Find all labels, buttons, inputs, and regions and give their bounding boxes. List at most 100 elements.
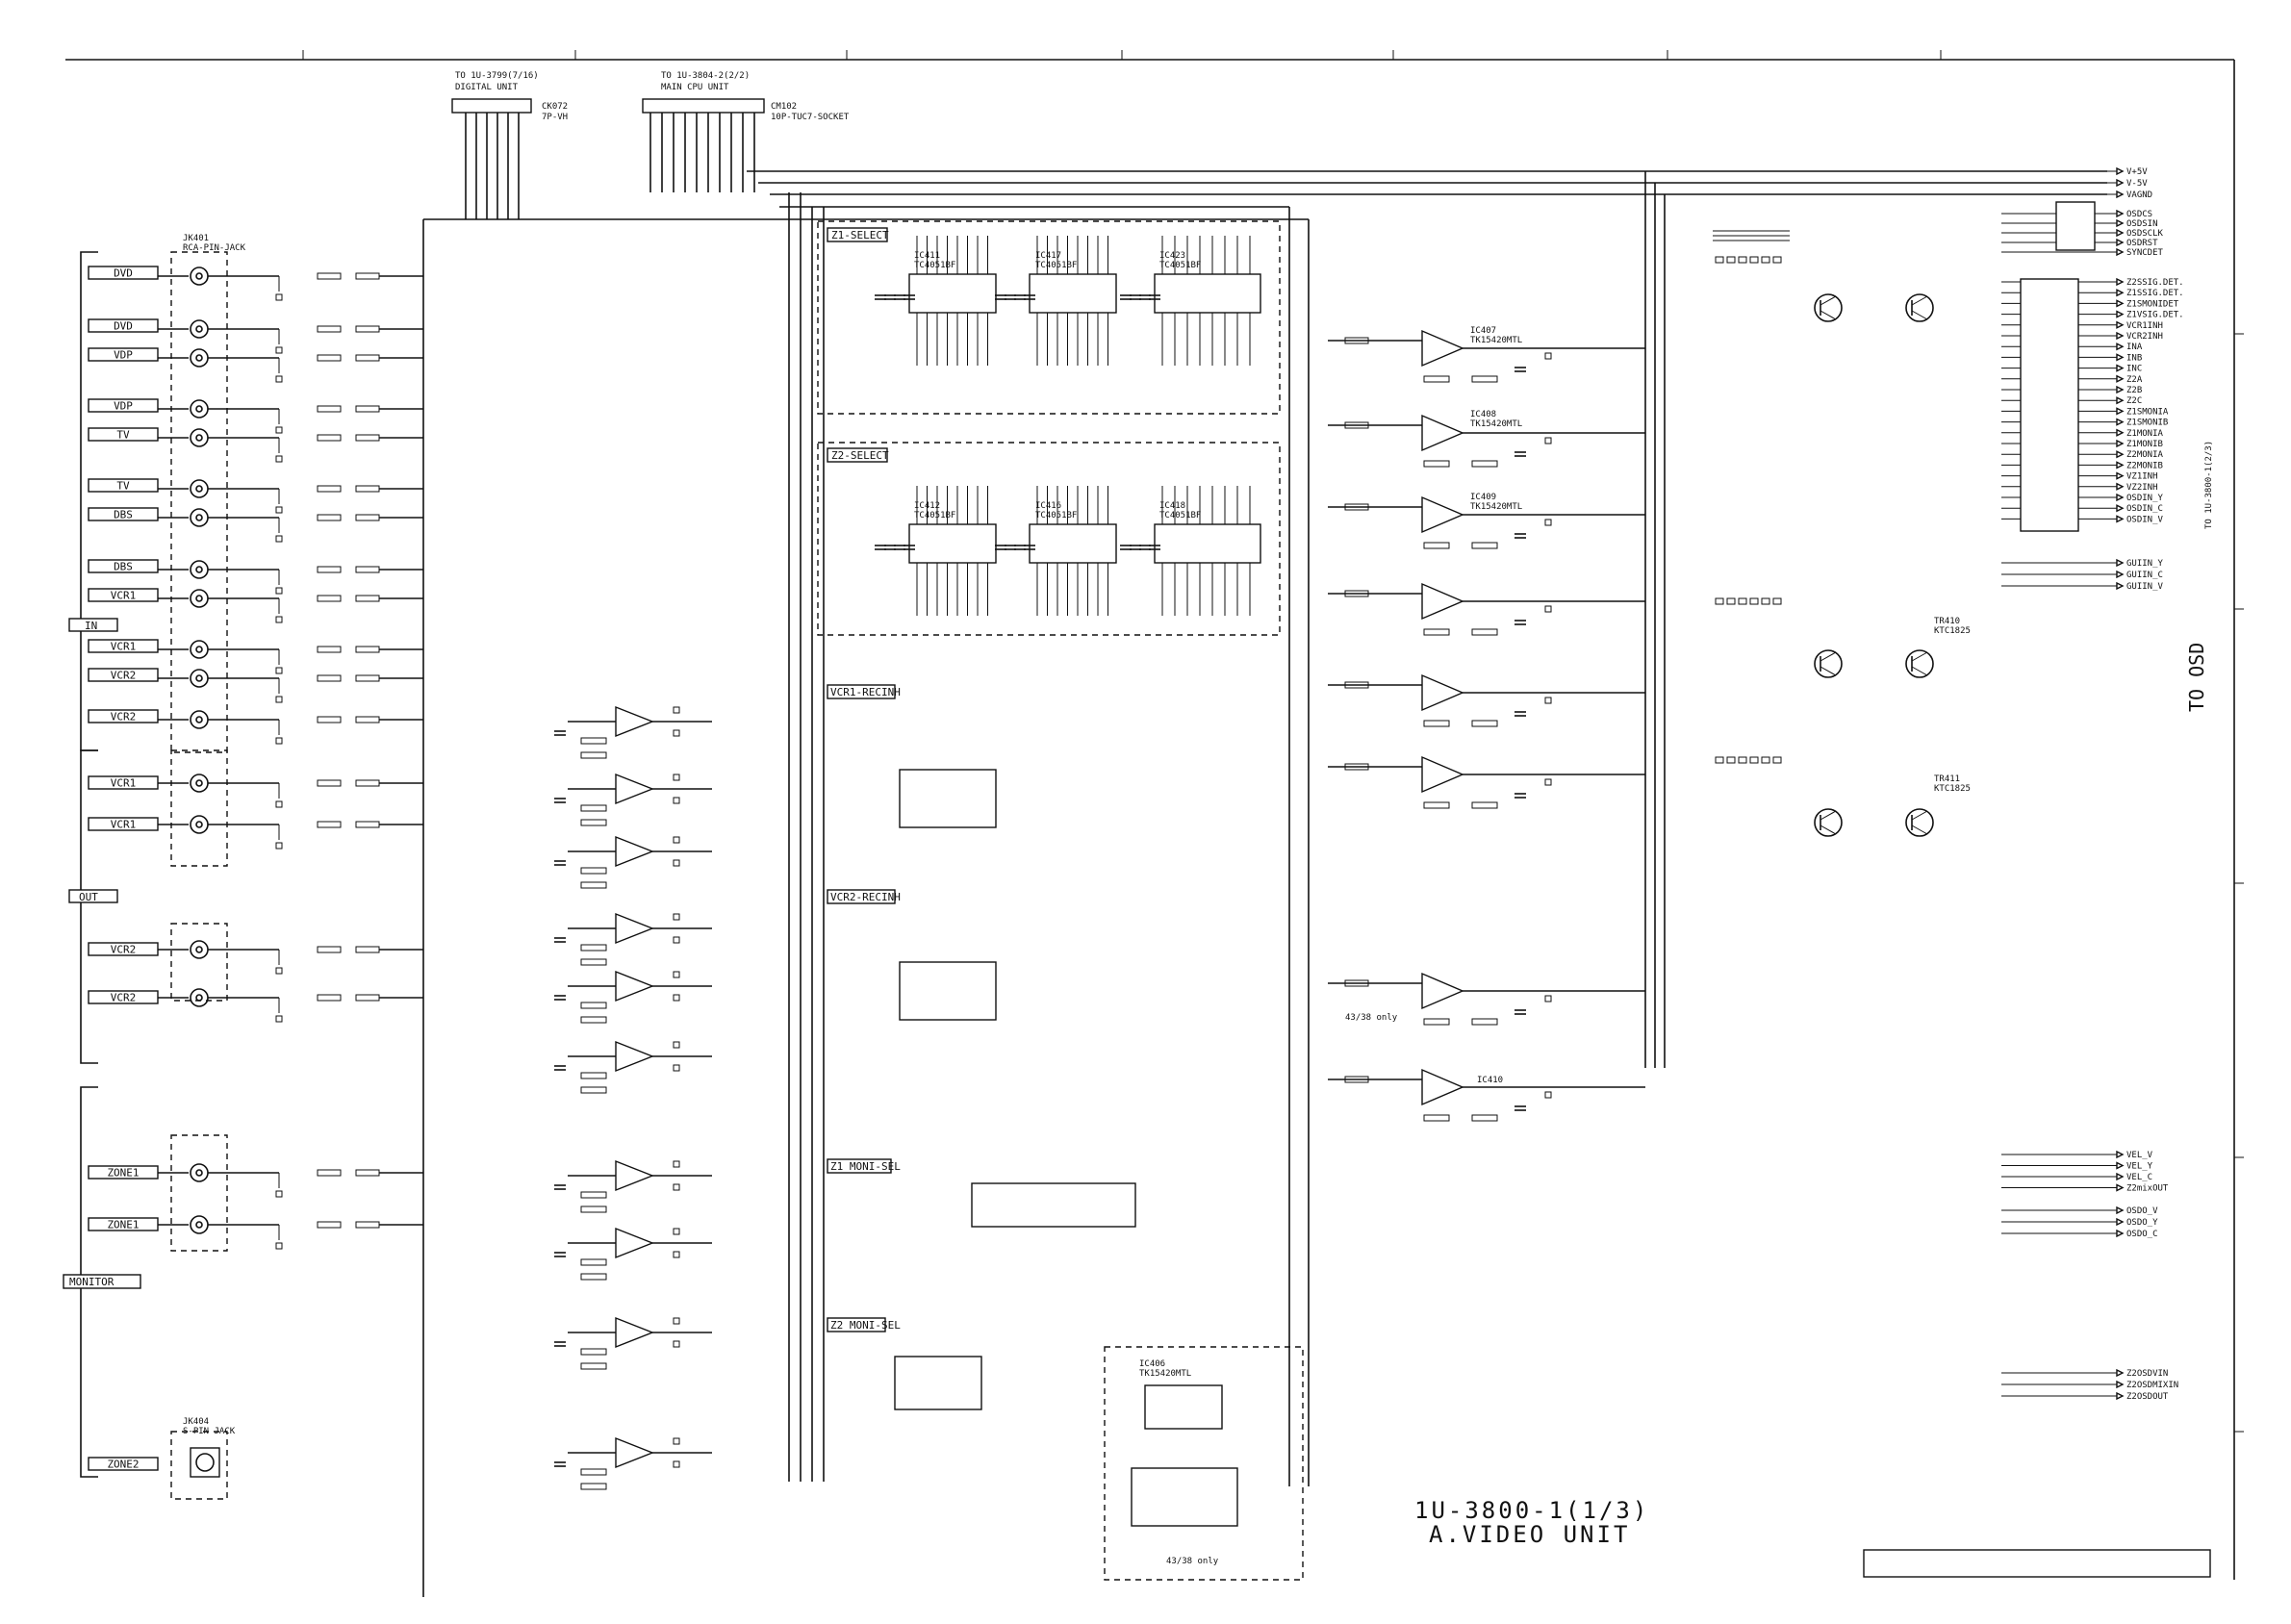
transistor [1905, 808, 1934, 837]
transistor-lead [1911, 651, 1928, 662]
ic418-type: TC4051BF [1159, 511, 1201, 520]
rca-jack-pin [195, 325, 203, 333]
rca-jack-pin [195, 595, 203, 602]
input-label-2-box [88, 347, 159, 362]
input-label-9-box [88, 639, 159, 653]
rca-jack [190, 774, 209, 793]
transistor-lead [1820, 825, 1837, 835]
signal-osdo-1: OSDO_Y [2126, 1218, 2158, 1228]
rca-jack [190, 479, 209, 498]
signal-arrow [2116, 289, 2125, 297]
resistor [580, 804, 607, 812]
signal-arrow [2116, 558, 2125, 568]
rca-jack [190, 399, 209, 419]
input-label-10: VCR2 [111, 670, 137, 682]
transistor-area: TR410 KTC1825 TR411 KTC1825 [1713, 230, 1971, 837]
resistor [673, 1317, 680, 1325]
resistor [580, 958, 607, 966]
vcr2-out-label-1: VCR2 [111, 992, 137, 1004]
input-label-3: VDP [114, 400, 133, 413]
resistor [1344, 979, 1369, 987]
resistor [275, 696, 283, 703]
signal-arrow [2116, 1229, 2125, 1238]
input-label-10-box [88, 668, 159, 682]
signal-arrow [2116, 471, 2125, 480]
buffer-amp [615, 1040, 654, 1073]
z1-moni-sel-label: Z1 MONI-SEL [830, 1160, 901, 1173]
resistor [355, 566, 380, 573]
resistor [1738, 256, 1747, 264]
resistor [1761, 597, 1770, 605]
signal-z2osd-2: Z2OSDOUT [2126, 1392, 2169, 1402]
resistor [317, 405, 342, 413]
input-label-0: DVD [114, 267, 133, 280]
group-monitor-label: MONITOR [69, 1276, 115, 1288]
signal-osd-1: OSDSIN [2126, 219, 2158, 229]
resistor [673, 706, 680, 714]
input-label-4: TV [116, 429, 130, 442]
resistor [275, 293, 283, 301]
transistor-lead [1911, 825, 1928, 835]
buffer-amp [615, 705, 654, 738]
title-unit-name: A.VIDEO UNIT [1429, 1521, 1630, 1548]
rca-jack [190, 815, 209, 834]
resistor [580, 867, 607, 875]
signal-ctrl-15: Z1MONIB [2126, 440, 2163, 449]
signal-ctrl-20: OSDIN_Y [2126, 494, 2164, 503]
resistor [673, 729, 680, 737]
title-unit-number: 1U-3800-1(1/3) [1414, 1497, 1649, 1524]
resistor [1772, 256, 1782, 264]
resistor [580, 1205, 607, 1213]
resistor [580, 1258, 607, 1266]
ic409-type: TK15420MTL [1470, 502, 1522, 512]
group-out-label: OUT [79, 891, 98, 903]
buffer-amp [615, 970, 654, 1002]
signal-z2osd-0: Z2OSDVIN [2126, 1369, 2168, 1379]
tr410-type: KTC1825 [1934, 626, 1971, 636]
signal-arrow [2116, 407, 2125, 416]
resistor [673, 1251, 680, 1258]
resistor [317, 485, 342, 493]
ic416-type: TC4051BF [1035, 511, 1077, 520]
signal-arrow [2116, 299, 2125, 308]
rca-jack-pin [195, 514, 203, 521]
resistor [1423, 801, 1450, 809]
ic407-ref: IC407 [1470, 326, 1496, 336]
signal-arrow [2116, 190, 2125, 199]
signal-arrow [2116, 1205, 2125, 1215]
resistor [1423, 1018, 1450, 1026]
resistor [1544, 437, 1552, 444]
vcr2-recinh-label: VCR2-RECINH [830, 891, 901, 903]
resistor [355, 994, 380, 1002]
transistor [1814, 808, 1843, 837]
ic417-ref: IC417 [1035, 251, 1061, 261]
input-label-8: VCR1 [111, 590, 137, 602]
left-jack-panel: JK401 RCA-PIN-JACK JK404 S-PIN JACK [80, 234, 246, 1500]
ic406-block: IC406 TK15420MTL 43/38 only 43/38 only [1104, 1013, 1398, 1581]
ic409-note: 43/38 only [1345, 1013, 1398, 1023]
output-amps: IC407 TK15420MTL IC408 TK15420MTL IC409 … [1328, 326, 1645, 1122]
z2-select-label: Z2-SELECT [831, 449, 889, 462]
rca-jack-pin [195, 485, 203, 493]
resistor [317, 646, 342, 653]
cm102-ref: CM102 [771, 102, 797, 112]
resistor [1761, 256, 1770, 264]
resistor [317, 779, 342, 787]
input-label-4-box [88, 427, 159, 442]
resistor [580, 881, 607, 889]
signal-arrow [2116, 1391, 2125, 1401]
ic411-type: TC4051BF [914, 261, 955, 270]
vcr1-out-label-1-box [88, 817, 159, 831]
op-amp [1421, 414, 1464, 452]
resistor [1749, 597, 1759, 605]
signal-arrow [2116, 504, 2125, 513]
resistor [1423, 375, 1450, 383]
resistor [1544, 605, 1552, 613]
resistor [1715, 597, 1724, 605]
signal-arrow [2116, 1183, 2125, 1192]
resistor [275, 967, 283, 975]
resistor [580, 1072, 607, 1079]
signal-ctrl-3: Z1VSIG.DET. [2126, 311, 2184, 320]
transistor-lead [1820, 295, 1837, 306]
resistor [1749, 756, 1759, 764]
